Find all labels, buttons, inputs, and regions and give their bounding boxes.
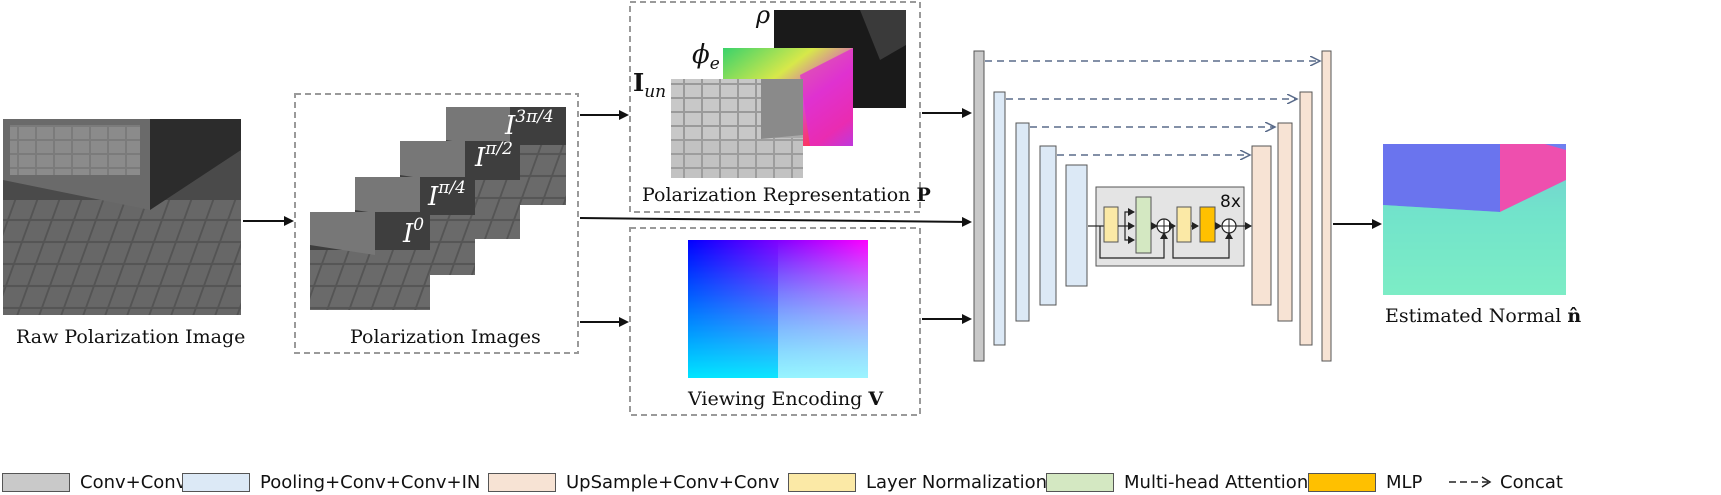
encoder-pool-block-2 [1015, 122, 1030, 322]
raw-polarization-image [3, 119, 241, 315]
encoder-pool-block-1 [993, 91, 1006, 346]
arrow-to-unet [579, 216, 972, 227]
polarization-image-stack [310, 107, 566, 310]
legend-label-mlp: MLP [1386, 471, 1423, 493]
legend-item-pool: Pooling+Conv+Conv+IN [182, 470, 480, 494]
representation-iun-image [671, 79, 803, 178]
viewing-encoding-box [629, 227, 921, 416]
encoder-conv-block [973, 50, 985, 362]
estimated-normal-image [1383, 144, 1566, 295]
legend-item-mlp: MLP [1308, 470, 1422, 494]
legend-item-mha: Multi-head Attention [1046, 470, 1308, 494]
decoder-up-block-4 [1321, 50, 1332, 362]
legend-label-pool: Pooling+Conv+Conv+IN [260, 471, 481, 493]
label-phi-e: ϕe [692, 40, 720, 74]
legend-item-layernorm: Layer Normalization [788, 470, 1047, 494]
ln-block-2 [1176, 206, 1192, 243]
image-0 [310, 212, 430, 310]
legend-swatch-pool [182, 472, 250, 492]
label-ipi2: Iπ/2 [474, 139, 513, 173]
repeat-label: 8x [1220, 192, 1241, 212]
estimated-normal-label: Estimated Normal n̂ [1385, 305, 1582, 327]
viewing-encoding-label: Viewing Encoding V [688, 388, 884, 410]
legend-swatch-upsample [488, 472, 556, 492]
mlp-block [1199, 206, 1216, 243]
viewing-encoding-image [688, 240, 868, 378]
legend-item-conv: Conv+Conv [2, 470, 186, 494]
legend-item-concat: Concat [1448, 470, 1563, 494]
decoder-up-block-1 [1251, 145, 1272, 306]
encoder-pool-block-4 [1065, 164, 1088, 287]
legend-label-concat: Concat [1500, 471, 1563, 493]
encoder-pool-block-3 [1039, 145, 1057, 306]
label-rho: ρ [755, 1, 770, 29]
ln-block-1 [1103, 206, 1119, 243]
legend-label-mha: Multi-head Attention [1124, 471, 1309, 493]
legend-label-conv: Conv+Conv [80, 471, 187, 493]
mha-block [1135, 196, 1152, 254]
polarization-representation-box [629, 1, 921, 213]
label-i3pi4: I3π/4 [504, 107, 554, 141]
dashed-arrow-icon [1449, 476, 1492, 488]
transformer-block [1088, 186, 1252, 267]
raw-image-label: Raw Polarization Image [16, 326, 246, 348]
polarization-representation-label: Polarization Representation P [642, 184, 931, 206]
legend-swatch-mlp [1308, 472, 1376, 492]
legend-item-upsample: UpSample+Conv+Conv [488, 470, 780, 494]
polarization-images-label: Polarization Images [350, 326, 541, 348]
legend-label-upsample: UpSample+Conv+Conv [566, 471, 780, 493]
label-i-un: Iun [633, 68, 666, 102]
label-ipi4: Iπ/4 [427, 178, 466, 212]
skip-connections [985, 61, 1320, 155]
legend-swatch-mha [1046, 472, 1114, 492]
decoder-up-block-3 [1299, 91, 1313, 346]
decoder-up-block-2 [1277, 122, 1293, 322]
legend-swatch-layernorm [788, 472, 856, 492]
legend-label-layernorm: Layer Normalization [866, 471, 1047, 493]
polarization-images-box [294, 93, 579, 354]
label-i0: I0 [402, 215, 424, 249]
legend-swatch-conv [2, 472, 70, 492]
